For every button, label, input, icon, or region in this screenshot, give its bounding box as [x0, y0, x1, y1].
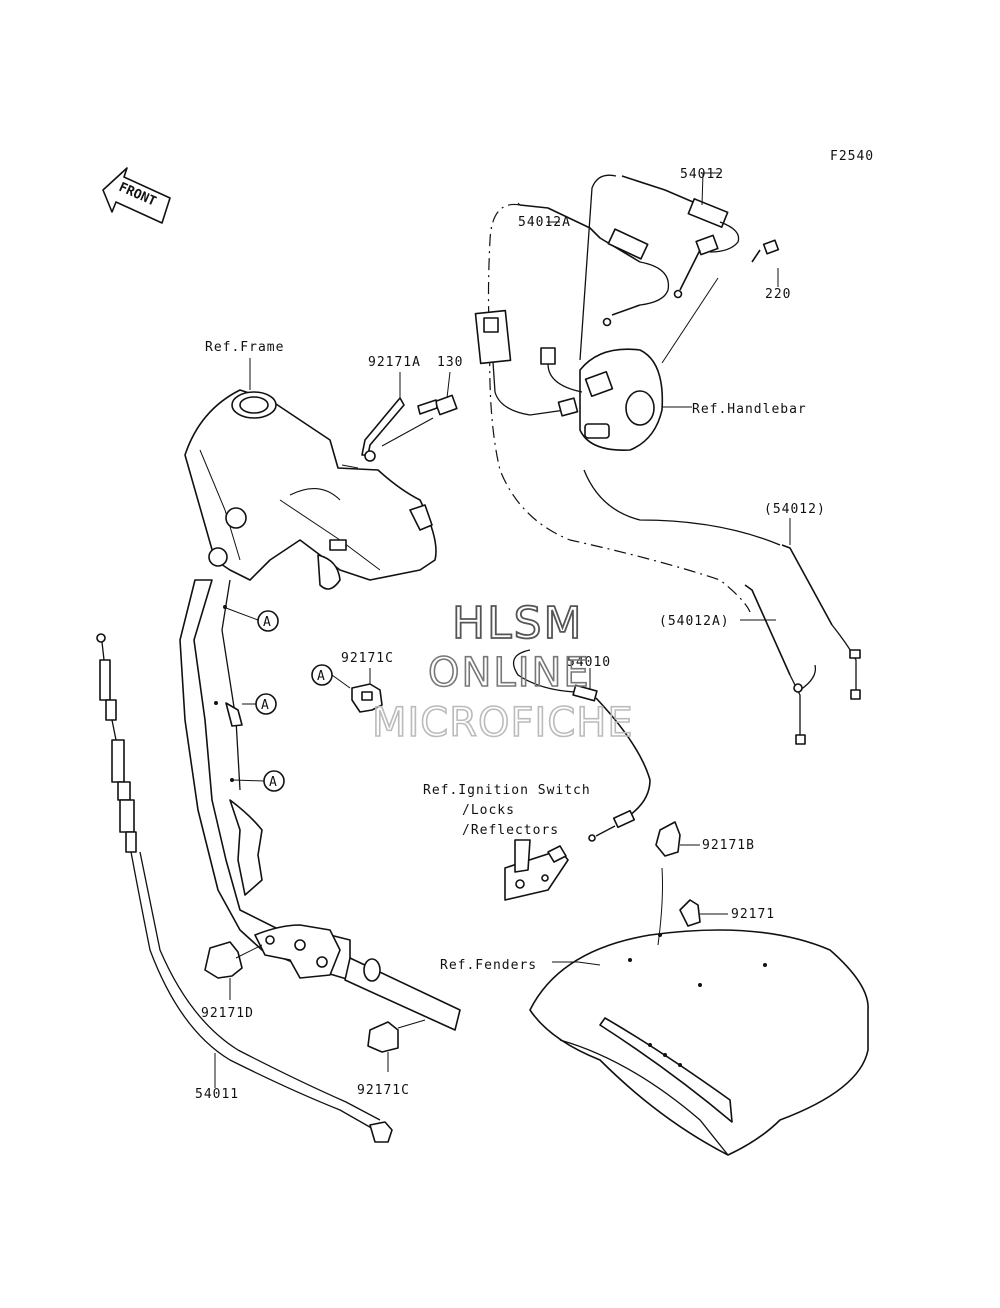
- callout-a-4: A: [311, 664, 351, 689]
- label-92171C-top: 92171C: [341, 651, 394, 666]
- svg-text:A: A: [317, 669, 326, 684]
- label-ref-frame: Ref.Frame: [205, 340, 284, 355]
- clamp-92171B: [655, 821, 700, 857]
- label-ref-fenders: Ref.Fenders: [440, 958, 537, 973]
- bolt-130: [417, 371, 458, 416]
- cable-54011: [96, 633, 393, 1143]
- handlebar-switch: [474, 277, 719, 451]
- label-54011: 54011: [195, 1087, 239, 1102]
- clamp-92171D: [204, 941, 263, 1000]
- clamp-92171C-upper: [351, 668, 383, 713]
- label-92171D: 92171D: [201, 1006, 254, 1021]
- watermark-line2: ONLINE: [428, 650, 591, 696]
- label-ref-ignition-3: /Reflectors: [462, 823, 559, 838]
- svg-text:A: A: [263, 615, 272, 630]
- callout-a-3: A: [233, 770, 285, 792]
- watermark: HLSM ONLINE MICROFICHE: [371, 597, 634, 747]
- callout-a-2: A: [242, 693, 277, 715]
- fender: [529, 867, 869, 1156]
- label-130: 130: [437, 355, 463, 370]
- label-ref-ignition-2: /Locks: [462, 803, 515, 818]
- ignition-bracket: [504, 839, 569, 901]
- label-ref-ignition-1: Ref.Ignition Switch: [423, 783, 591, 798]
- label-92171: 92171: [731, 907, 775, 922]
- clamp-92171: [679, 899, 728, 927]
- label-92171C-bottom: 92171C: [357, 1083, 410, 1098]
- label-54012: 54012: [680, 167, 724, 182]
- frame-head-assembly: [184, 389, 437, 590]
- svg-text:A: A: [261, 698, 270, 713]
- label-220: 220: [765, 287, 791, 302]
- svg-text:A: A: [269, 775, 278, 790]
- label-92171A: 92171A: [368, 355, 421, 370]
- frame-down-tube: [179, 579, 461, 1031]
- adjuster-bolt-220: [751, 239, 780, 263]
- front-arrow-icon: FRONT: [102, 167, 171, 224]
- watermark-line1: HLSM: [452, 598, 584, 649]
- cable-54010: [512, 649, 651, 842]
- label-ref-handlebar: Ref.Handlebar: [692, 402, 807, 417]
- figure-code: F2540: [830, 149, 874, 164]
- label-92171B: 92171B: [702, 838, 755, 853]
- label-54012A: 54012A: [518, 215, 571, 230]
- watermark-line3: MICROFICHE: [372, 700, 634, 746]
- label-54012-ref: (54012): [764, 502, 826, 517]
- label-54010: 54010: [567, 655, 611, 670]
- clamp-92171C-lower: [367, 1019, 426, 1072]
- clamp-92171A: [361, 372, 405, 462]
- throttle-cables-top: [487, 174, 781, 613]
- cables-right-side: [744, 544, 861, 745]
- callout-a-1: A: [225, 607, 279, 632]
- label-54012A-ref: (54012A): [659, 614, 730, 629]
